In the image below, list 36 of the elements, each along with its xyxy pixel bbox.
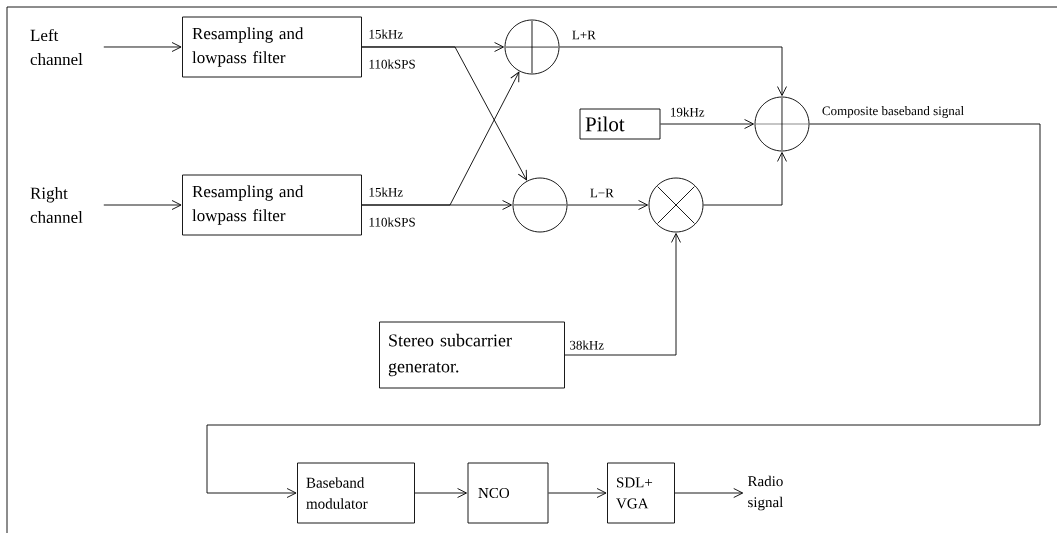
edge-label: L+R: [570, 29, 597, 41]
adder-circle: [504, 19, 560, 75]
signal-rate-label: 110kSPS: [369, 217, 415, 227]
signal-rate-label: 110kSPS: [369, 59, 415, 69]
signal-label: Left channel: [30, 28, 83, 66]
arrow: [564, 233, 681, 356]
arrow: [414, 488, 467, 498]
arrow: [660, 119, 754, 129]
arrow: [567, 200, 648, 210]
arrow: [361, 46, 527, 181]
process-box: Pilot: [579, 108, 661, 140]
process-box: Resampling and lowpass filter: [182, 16, 362, 78]
process-box: Resampling and lowpass filter: [182, 174, 362, 236]
arrow: [703, 152, 787, 206]
edge-label: L−R: [588, 187, 615, 199]
arrow: [103, 42, 182, 52]
edge-label: 38kHz: [568, 339, 606, 351]
multiplier-circle: [648, 177, 704, 233]
arrow: [674, 488, 744, 498]
signal-rate-label: 15kHz: [369, 29, 403, 39]
subtractor-circle: [512, 177, 568, 233]
signal-label: Radio signal: [747, 475, 784, 511]
arrow: [361, 200, 512, 210]
arrow: [103, 200, 182, 210]
signal-label: Right channel: [30, 187, 83, 223]
arrow: [548, 488, 607, 498]
process-box: NCO: [467, 462, 549, 524]
arrow: [559, 46, 787, 96]
arrow: [206, 123, 1041, 498]
edge-label: Composite baseband signal: [820, 105, 966, 119]
process-box: SDL+ VGA: [607, 462, 675, 524]
edge-label: 19kHz: [668, 106, 706, 118]
process-box: Stereo subcarrier generator.: [379, 321, 565, 389]
signal-rate-label: 15kHz: [369, 187, 403, 197]
adder-circle: [754, 96, 810, 152]
process-box: Baseband modulator: [297, 462, 415, 524]
